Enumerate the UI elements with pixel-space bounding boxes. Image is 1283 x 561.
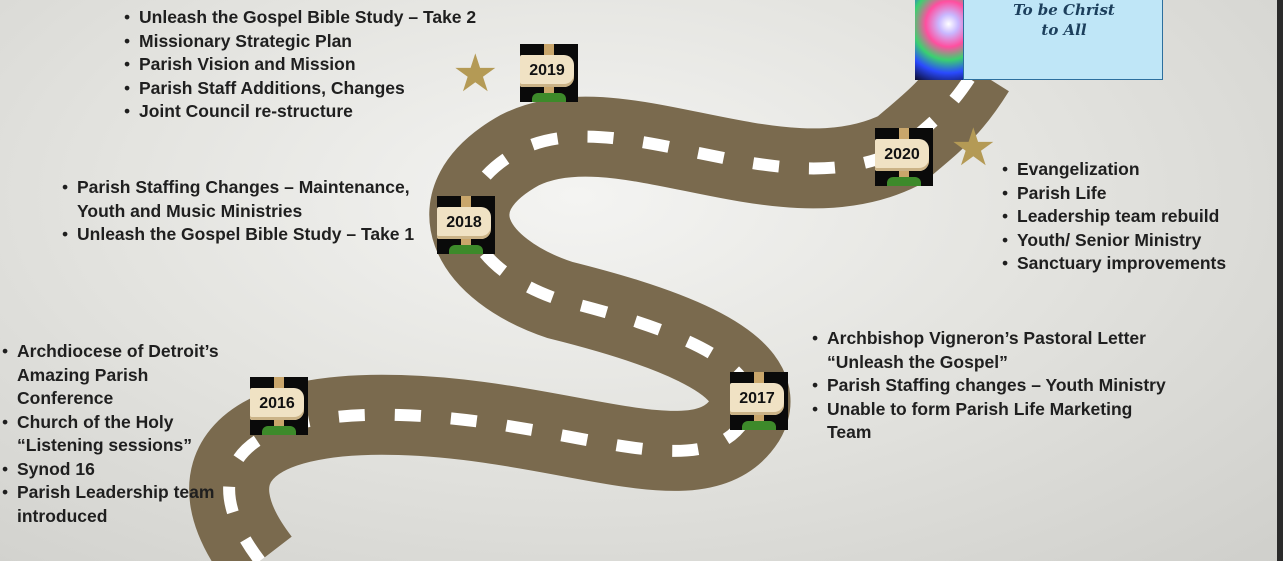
gold-star-icon: ★ <box>452 44 499 104</box>
milestone-item: Parish Life <box>1000 182 1226 206</box>
motto-card: To be Christ to All <box>915 0 1163 80</box>
milestone-item: Parish Vision and Mission <box>122 53 476 77</box>
road-center-dashes <box>223 66 981 561</box>
milestone-item: Evangelization <box>1000 158 1226 182</box>
milestone-item: Joint Council re-structure <box>122 100 476 124</box>
motto-text: To be Christ to All <box>964 0 1164 40</box>
milestone-item: Sanctuary improvements <box>1000 252 1226 276</box>
signpost-2020: 2020 <box>875 128 933 186</box>
colorful-spirit-burst-image <box>915 0 963 80</box>
milestone-item: Unable to form Parish Life Marketing Tea… <box>810 398 1180 445</box>
motto-line: to All <box>1041 21 1087 39</box>
motto-panel: To be Christ to All <box>963 0 1163 80</box>
milestone-item: Parish Staffing Changes – Maintenance, Y… <box>60 176 420 223</box>
milestone-item: Archbishop Vigneron’s Pastoral Letter “U… <box>810 327 1180 374</box>
milestone-item: Youth/ Senior Ministry <box>1000 229 1226 253</box>
milestone-year: 2019 <box>529 62 565 79</box>
milestone-year: 2020 <box>884 146 920 163</box>
milestone-item: Parish Staff Additions, Changes <box>122 77 476 101</box>
milestone-item: Missionary Strategic Plan <box>122 30 476 54</box>
milestone-year: 2018 <box>446 214 482 231</box>
milestone-item: Leadership team rebuild <box>1000 205 1226 229</box>
signpost-2017: 2017 <box>730 372 788 430</box>
milestone-2018-list: Parish Staffing Changes – Maintenance, Y… <box>60 176 420 247</box>
milestone-year: 2017 <box>739 390 775 407</box>
signpost-2019: 2019 <box>520 44 578 102</box>
milestone-item: Unleash the Gospel Bible Study – Take 1 <box>60 223 420 247</box>
motto-line: To be Christ <box>1013 1 1115 19</box>
milestone-year: 2016 <box>259 395 295 412</box>
milestone-item: Archdiocese of Detroit’s Amazing Parish … <box>0 340 240 411</box>
milestone-item: Unleash the Gospel Bible Study – Take 2 <box>122 6 476 30</box>
milestone-item: Parish Staffing changes – Youth Ministry <box>810 374 1180 398</box>
milestone-2020-list: Evangelization Parish Life Leadership te… <box>1000 158 1226 276</box>
milestone-item: Church of the Holy “Listening sessions” <box>0 411 240 458</box>
milestone-item: Synod 16 <box>0 458 240 482</box>
milestone-2019-list: Unleash the Gospel Bible Study – Take 2 … <box>122 6 476 124</box>
gold-star-icon: ★ <box>950 118 997 178</box>
milestone-2017-list: Archbishop Vigneron’s Pastoral Letter “U… <box>810 327 1180 445</box>
milestone-item: Parish Leadership team introduced <box>0 481 240 528</box>
signpost-2018: 2018 <box>437 196 495 254</box>
signpost-2016: 2016 <box>250 377 308 435</box>
right-border <box>1277 0 1283 561</box>
milestone-2016-list: Archdiocese of Detroit’s Amazing Parish … <box>0 340 240 528</box>
